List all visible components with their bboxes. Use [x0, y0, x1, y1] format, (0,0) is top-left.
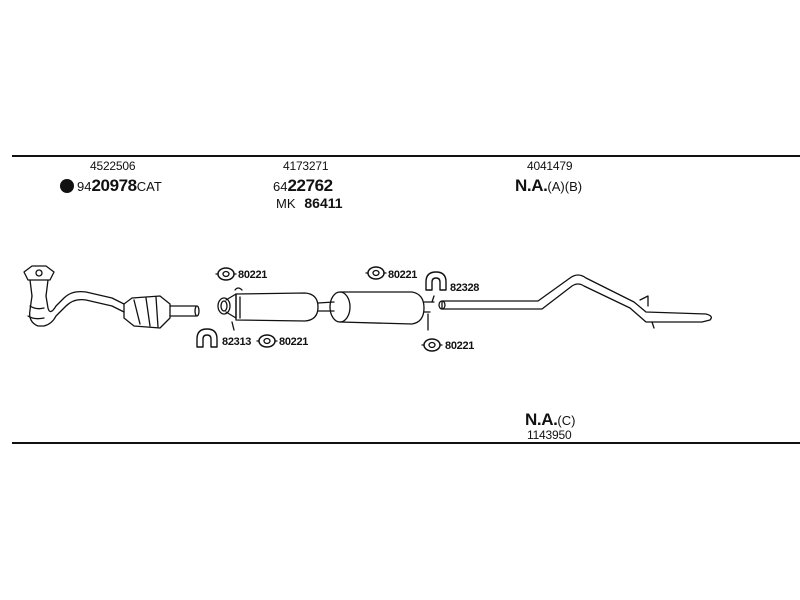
middle-mk: MK 86411: [276, 196, 343, 212]
clamp-label-1: 80221: [238, 269, 268, 281]
bottom-variant: (C): [557, 413, 576, 428]
rear-silencer: [329, 291, 435, 331]
cat-code-prefix: 94: [77, 179, 92, 194]
clamp-label-3: 80221: [279, 336, 309, 348]
clamp-icon-6: [421, 338, 443, 352]
cat-code: 9420978CAT: [77, 177, 162, 195]
catalytic-converter: [123, 295, 200, 329]
middle-part-number: 4173271: [283, 159, 329, 173]
hanger-icon-2: [196, 328, 218, 348]
middle-silencer: [217, 287, 335, 331]
clamp-icon-4: [365, 266, 387, 280]
hanger-icon-5: [425, 271, 447, 291]
middle-mk-number: 86411: [304, 195, 343, 211]
bottom-part-number: 1143950: [527, 428, 572, 442]
rear-na-label: N.A.: [515, 176, 548, 195]
middle-code-main: 22762: [287, 176, 333, 195]
middle-code-prefix: 64: [273, 179, 288, 194]
rear-na: N.A.(A)(B): [515, 177, 582, 195]
bottom-divider: [12, 442, 800, 444]
middle-mk-label: MK: [276, 196, 296, 211]
bottom-na: N.A.(C): [525, 411, 575, 429]
cat-code-main: 20978: [91, 176, 137, 195]
clamp-icon-1: [215, 267, 237, 281]
clamp-label-2: 82313: [222, 336, 252, 348]
clamp-label-4: 80221: [388, 269, 418, 281]
middle-code: 6422762: [273, 177, 333, 195]
clamp-icon-3: [256, 334, 278, 348]
clamp-label-6: 80221: [445, 340, 475, 352]
cat-code-suffix: CAT: [136, 179, 162, 194]
rear-variant: (A)(B): [547, 179, 583, 194]
bottom-na-label: N.A.: [525, 410, 558, 429]
front-downpipe: [23, 265, 125, 327]
tail-pipe: [438, 274, 712, 329]
rear-part-number: 4041479: [527, 159, 573, 173]
top-divider: [12, 155, 800, 157]
cat-marker-icon: [60, 179, 74, 193]
clamp-label-5: 82328: [450, 282, 480, 294]
cat-part-number: 4522506: [90, 159, 136, 173]
